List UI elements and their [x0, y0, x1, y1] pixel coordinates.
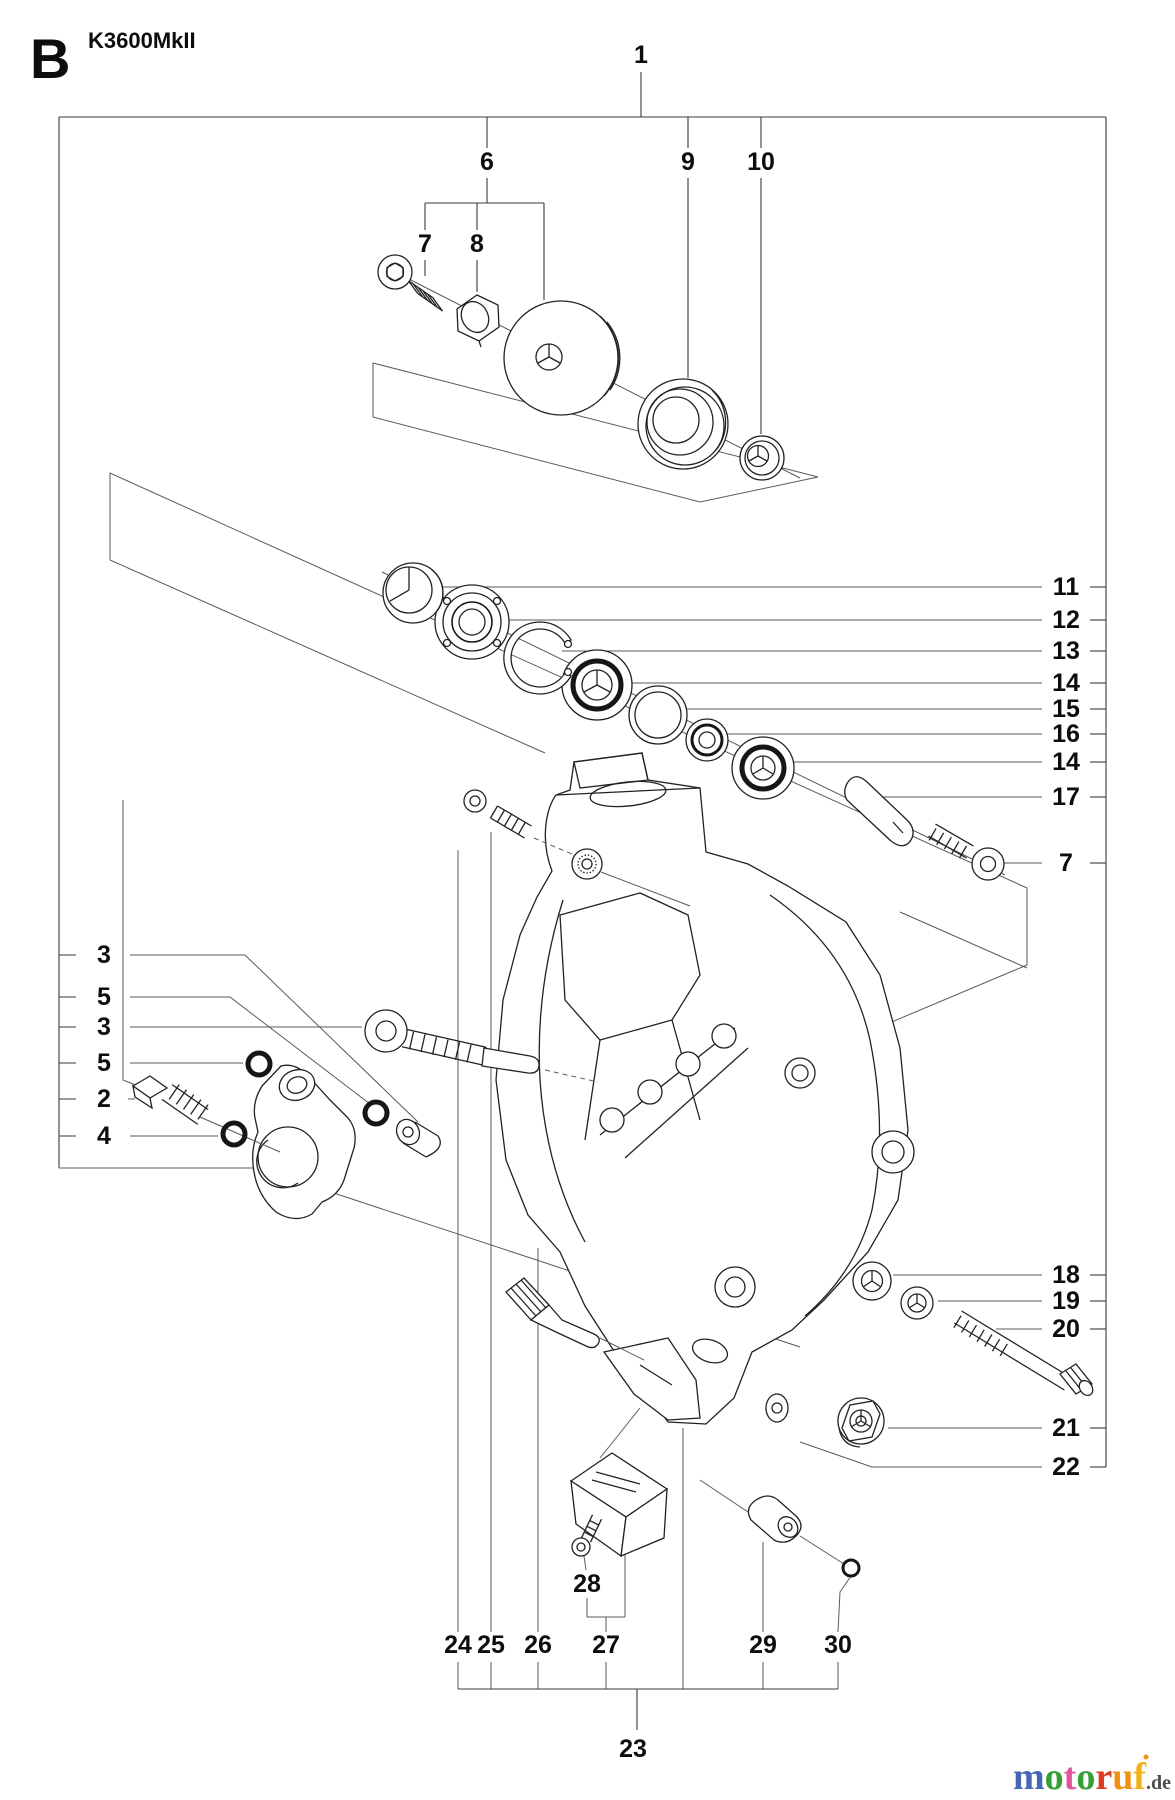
part-long-screw-20 [953, 1310, 1094, 1397]
callout-21-label: 21 [1052, 1414, 1080, 1442]
callout-9-label: 9 [681, 148, 695, 176]
callout-23-label: 23 [619, 1735, 647, 1763]
part-bearing-14-left [561, 649, 633, 721]
part-screw-24 [463, 789, 573, 855]
part-bearing-14-right [731, 736, 795, 800]
callout-1-label: 1 [634, 41, 648, 69]
callout-28-label: 28 [573, 1570, 601, 1598]
right-callouts-lower: 18 19 20 21 22 [799, 1261, 1106, 1481]
callout-19-label: 19 [1052, 1287, 1080, 1315]
assembly-bracket: 1 [58, 41, 1107, 1467]
bottom-callouts: 28 24 25 26 27 29 30 23 [444, 832, 852, 1763]
part-flanged-bearing-12 [434, 584, 510, 660]
motoruf-logo[interactable]: motoruf.de [1013, 1754, 1171, 1799]
callout-3b-label: 3 [97, 1013, 111, 1041]
part-spacer-29 [699, 1479, 845, 1565]
callout-30-label: 30 [824, 1631, 852, 1659]
callout-15-label: 15 [1052, 695, 1080, 723]
part-oring-5a [362, 1099, 390, 1127]
part-washer-18 [852, 1261, 892, 1301]
callout-5b-label: 5 [97, 1049, 111, 1077]
part-snap-ring-13 [503, 621, 573, 695]
callout-14-label: 14 [1052, 669, 1080, 697]
part-damper-27 [569, 1452, 669, 1558]
part-plug-3a [395, 1118, 441, 1158]
callout-20-label: 20 [1052, 1315, 1080, 1343]
section-letter: B [30, 27, 70, 90]
callout-16-label: 16 [1052, 720, 1080, 748]
part-ring-16 [685, 718, 729, 762]
top-callouts: 6 7 8 9 10 [418, 117, 775, 434]
part-seal-ring-10 [739, 435, 785, 481]
callout-7-right-label: 7 [1059, 849, 1073, 877]
callout-27-label: 27 [592, 1631, 620, 1659]
callout-14b-label: 14 [1052, 748, 1080, 776]
model-title: K3600MkII [88, 28, 196, 53]
callout-6-label: 6 [480, 148, 494, 176]
part-bolt-2 [131, 1075, 281, 1153]
part-end-cap-6 [503, 300, 621, 416]
part-screw-3 [364, 1009, 599, 1083]
callout-18-label: 18 [1052, 1261, 1080, 1289]
part-oring-5b [245, 1050, 273, 1078]
logo-dot-icon [1143, 1754, 1149, 1760]
callout-8-label: 8 [470, 230, 484, 258]
callout-7-top-label: 7 [418, 230, 432, 258]
part-oring-4 [220, 1120, 248, 1148]
motoruf-logo-link[interactable]: motoruf.de [1013, 1754, 1171, 1799]
part-oring-30 [841, 1558, 861, 1578]
callout-29-label: 29 [749, 1631, 777, 1659]
callout-4-label: 4 [97, 1122, 111, 1150]
callout-12-label: 12 [1052, 606, 1080, 634]
callout-26-label: 26 [524, 1631, 552, 1659]
part-lock-washer-25 [571, 848, 691, 907]
part-pin-17 [844, 776, 914, 847]
part-screw-7-right [928, 823, 1005, 881]
callout-3a-label: 3 [97, 941, 111, 969]
callout-2-label: 2 [97, 1085, 111, 1113]
part-nut-8 [456, 294, 500, 348]
callout-22-label: 22 [1052, 1453, 1080, 1481]
part-screw-7-top [377, 254, 444, 312]
part-washer-19 [900, 1286, 934, 1320]
callout-13-label: 13 [1052, 637, 1080, 665]
part-bushing-11 [382, 562, 444, 624]
part-screw-28 [571, 1514, 603, 1557]
part-crankcase-housing [495, 752, 915, 1459]
part-seal-15 [628, 685, 688, 745]
callout-25-label: 25 [477, 1631, 505, 1659]
part-flange-nut-21 [837, 1397, 885, 1448]
callout-5a-label: 5 [97, 983, 111, 1011]
callout-10-label: 10 [747, 148, 775, 176]
right-callouts-upper: 11 12 13 14 15 16 14 17 7 [430, 573, 1106, 877]
callout-17-label: 17 [1052, 783, 1080, 811]
part-clamp-bracket [252, 1064, 356, 1220]
part-clutch-cup-9 [637, 378, 729, 470]
motoruf-wordmark: motoruf.de [1013, 1756, 1171, 1798]
part-adjuster-screw-26 [505, 1277, 645, 1361]
callout-11-label: 11 [1053, 573, 1080, 601]
callout-24-label: 24 [444, 1631, 472, 1659]
